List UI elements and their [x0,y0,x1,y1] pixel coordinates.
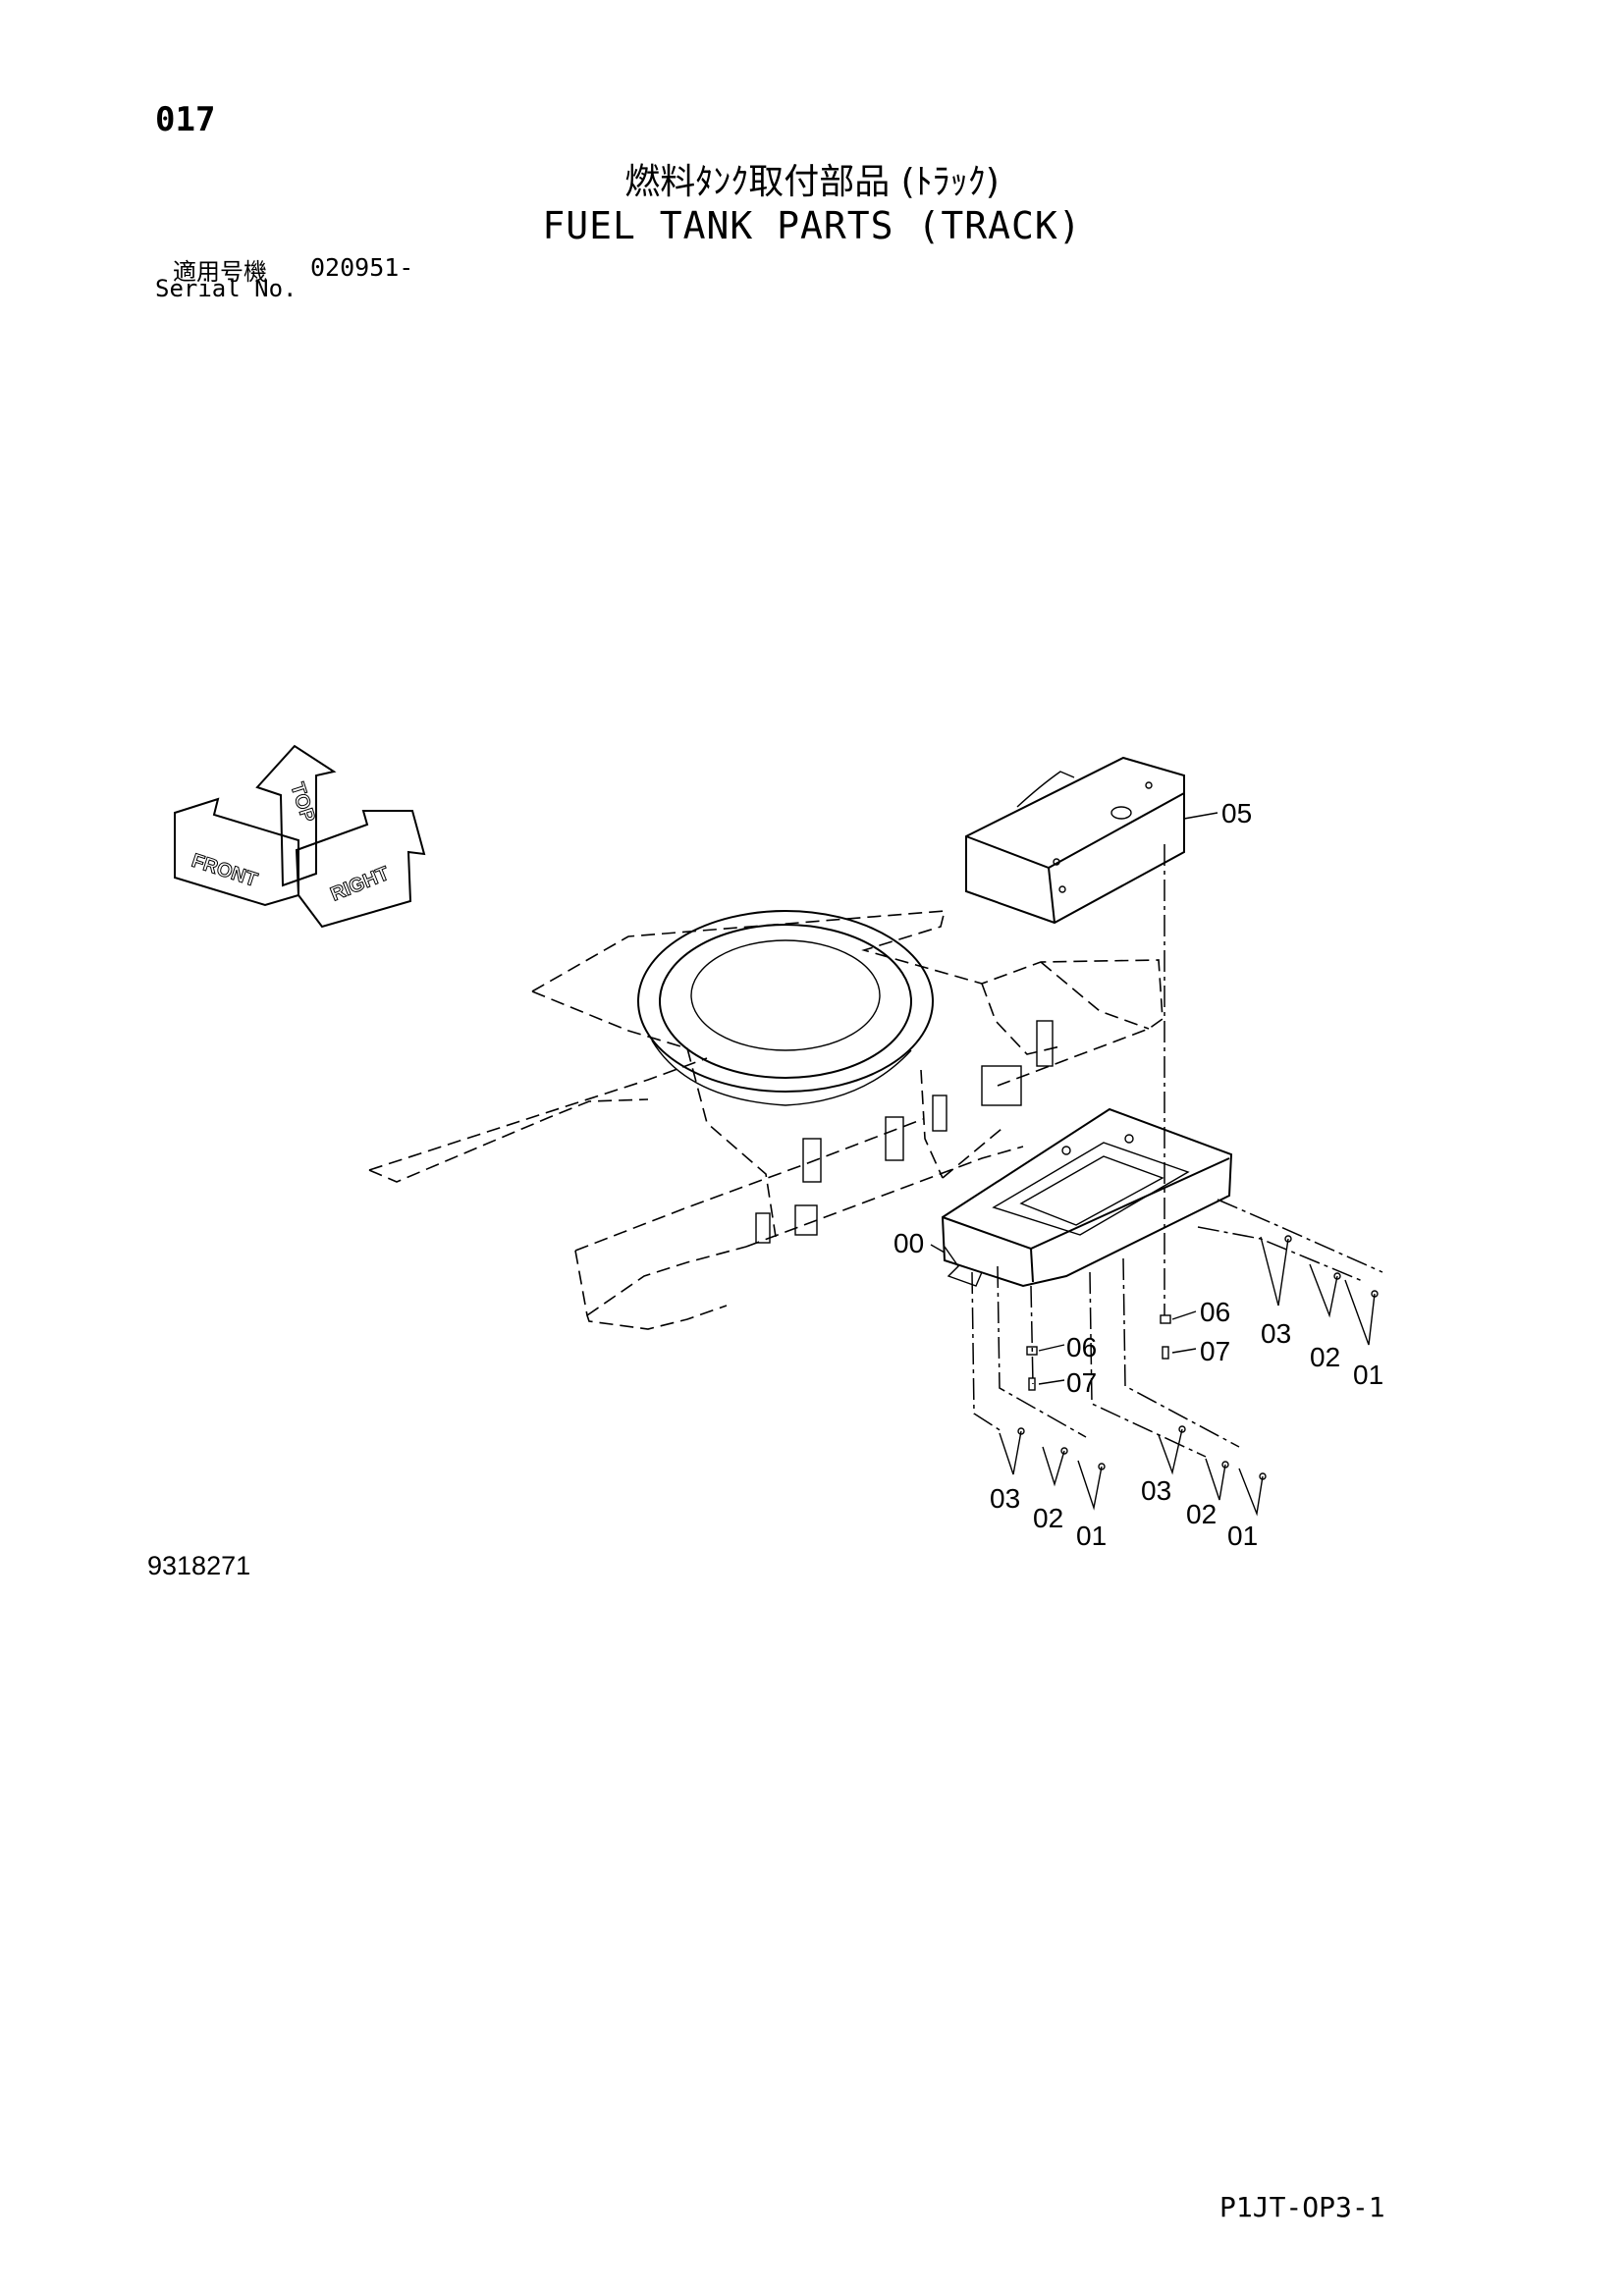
part-label-03: 03 [1141,1475,1171,1506]
right-arrow-icon [295,810,426,929]
drawing-number: 9318271 [147,1551,251,1580]
part-label-06: 06 [1200,1297,1230,1327]
leader-00 [930,1244,946,1254]
right-label: RIGHT [328,863,393,906]
frame-brackets [755,1020,1054,1244]
part-label-07: 07 [1200,1336,1230,1366]
top-label: TOP [286,780,319,826]
part-label-01: 01 [1076,1521,1107,1551]
part-label-01: 01 [1353,1360,1383,1390]
fastener-callouts-bottom-left [999,1427,1106,1511]
washer-bolt-right [1160,1310,1197,1360]
serial-label-japanese: 適用号機 [173,258,267,286]
serial-number-value: 020951- [310,253,414,282]
part-label-02: 02 [1186,1499,1217,1529]
fastener-callouts-bottom-middle [1158,1425,1267,1517]
part-label-00: 00 [893,1228,924,1258]
leader-05 [1183,812,1218,820]
title-english: FUEL TANK PARTS (TRACK) [542,204,1082,247]
page-number: 017 [155,100,216,139]
fastener-callouts-right [1260,1235,1379,1346]
page-code: P1JT-OP3-1 [1219,2191,1385,2223]
orientation-indicator: FRONT TOP RIGHT [174,744,426,929]
top-arrow-icon [255,744,337,887]
part-label-02: 02 [1310,1342,1340,1372]
part-label-03: 03 [990,1483,1020,1514]
upper-frame [368,910,1164,1330]
part-labels: 05 00 06 07 06 07 03 02 01 03 02 01 03 0… [893,798,1383,1551]
tank-bracket [941,1107,1233,1288]
serial-label-english: Serial No. [155,275,298,302]
part-label-02: 02 [1033,1503,1063,1533]
part-label-06: 06 [1066,1332,1097,1362]
title-japanese: 燃料ﾀﾝｸ取付部品 (ﾄﾗｯｸ) [624,162,1000,202]
part-label-03: 03 [1261,1318,1291,1349]
washer-bolt-left [1026,1344,1065,1391]
front-arrow-icon [174,797,299,907]
fuel-tank [965,756,1185,925]
assembly-lines [971,844,1383,1458]
part-label-07: 07 [1066,1367,1097,1398]
part-label-05: 05 [1221,798,1252,828]
part-label-01: 01 [1227,1521,1258,1551]
